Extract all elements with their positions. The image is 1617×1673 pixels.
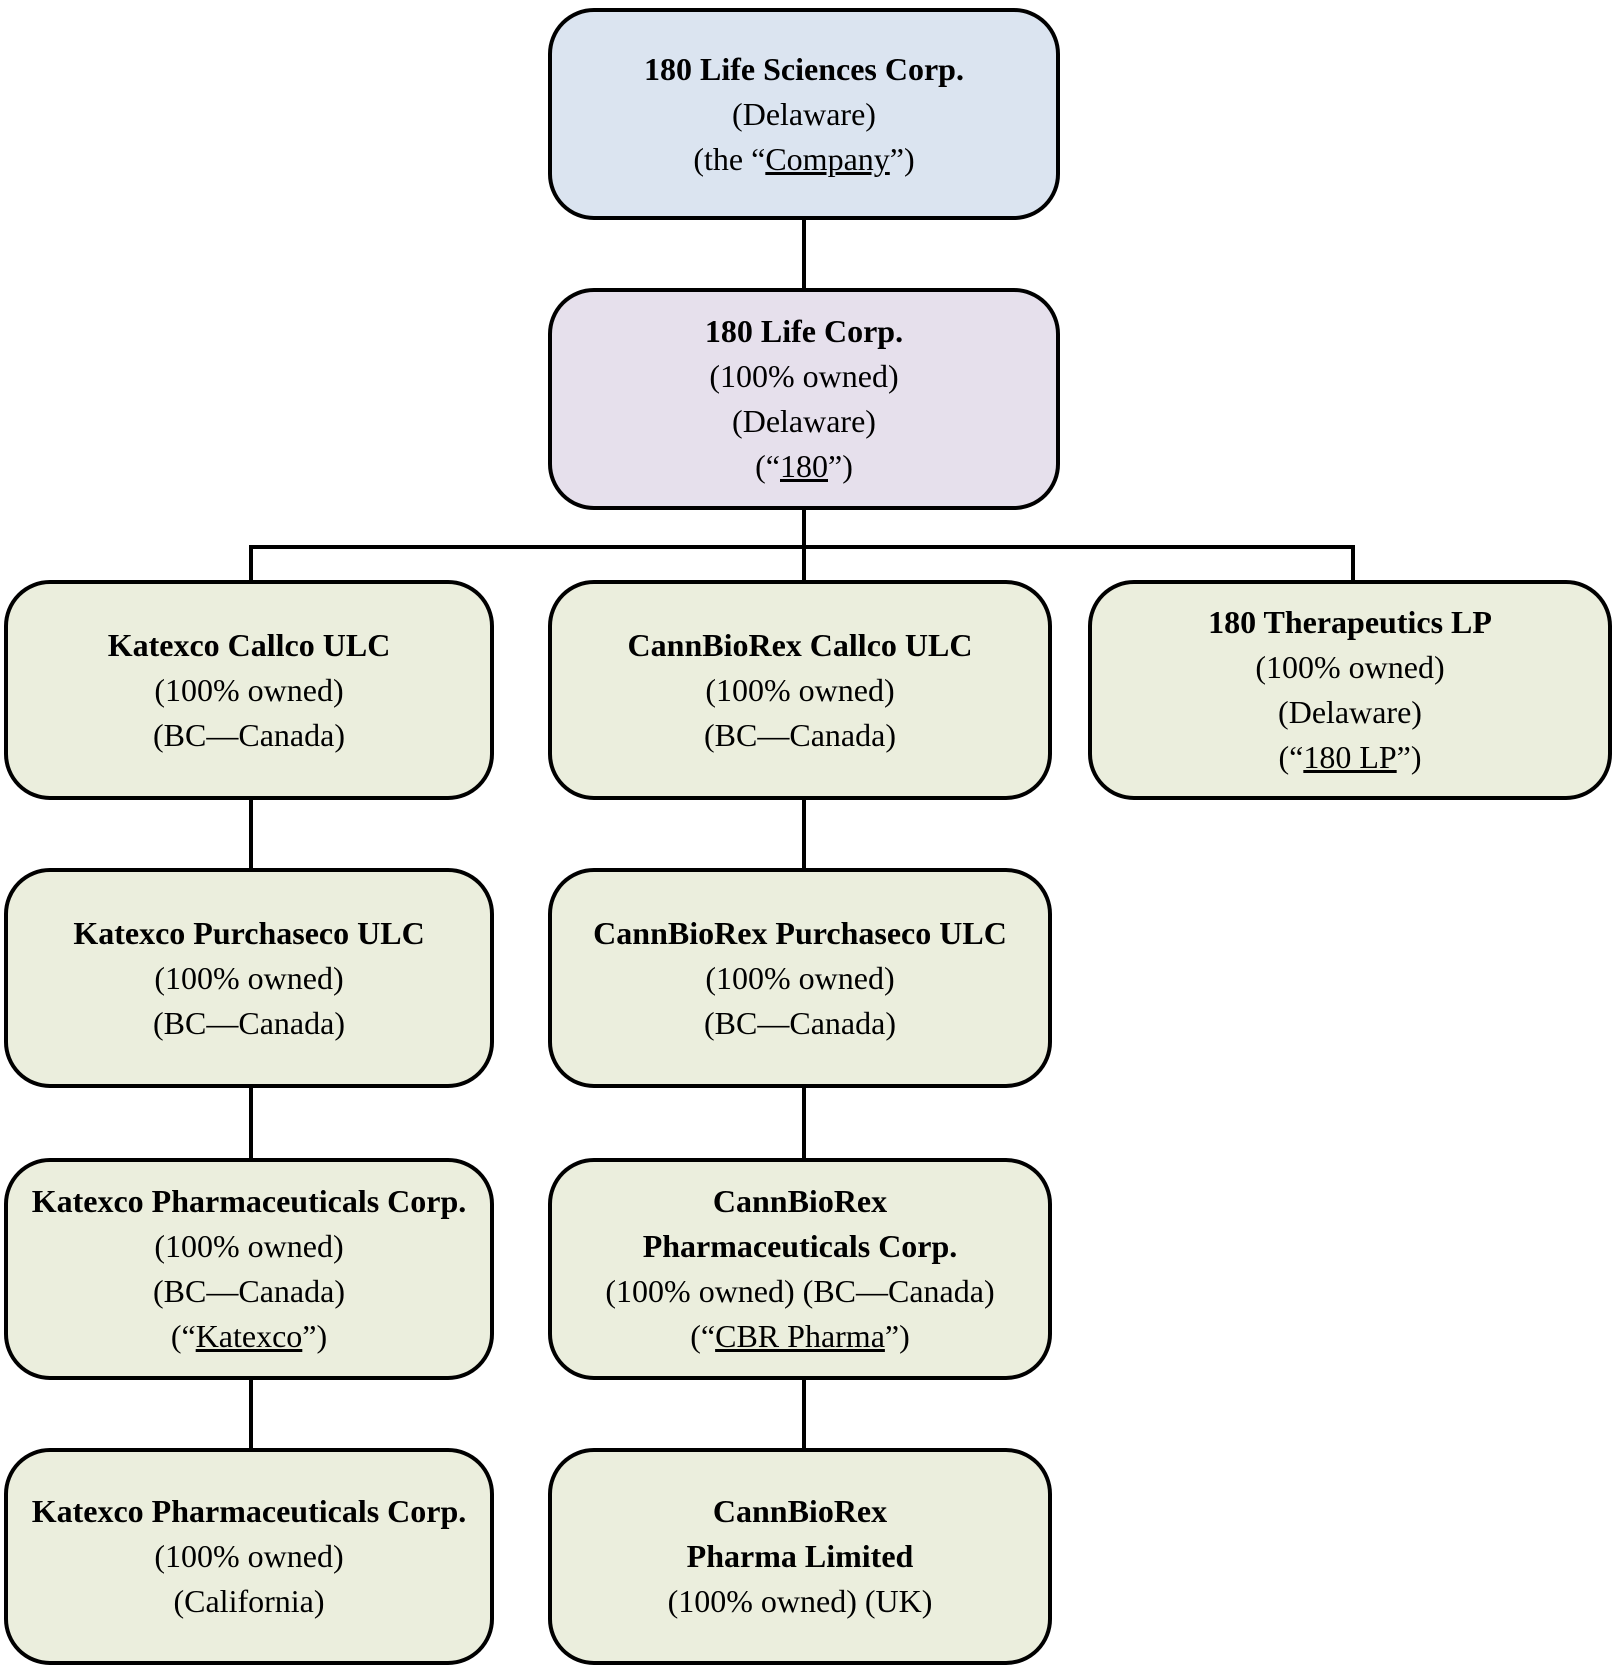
node-text-line: (BC—Canada)	[704, 1004, 896, 1041]
node-text-line: 180 Therapeutics LP	[1208, 604, 1492, 640]
node-text-line: (the “Company”)	[693, 140, 915, 177]
connector-katexco-pharma-to-california	[249, 1378, 253, 1452]
node-text-line: CannBioRex Callco ULC	[627, 626, 973, 663]
node-cannbiorex-purchaseco-ulc: CannBioRex Purchaseco ULC (100% owned) (BC…	[548, 868, 1052, 1088]
node-text-line: 180 Life Sciences Corp.	[644, 50, 964, 87]
connector-branch-horizontal	[249, 545, 1355, 549]
node-text-line: (Delaware)	[732, 403, 876, 439]
node-text-line: Katexco Pharmaceuticals Corp.	[31, 1183, 467, 1219]
node-text-line: (100% owned) (BC—Canada)	[605, 1273, 995, 1309]
connector-company-to-180	[802, 218, 806, 292]
node-text-line: (BC—Canada)	[153, 1004, 345, 1041]
node-text-line: (“180”)	[755, 448, 853, 484]
node-text-line: (BC—Canada)	[153, 1273, 345, 1309]
node-text-line: (100% owned)	[1255, 649, 1445, 685]
node-katexco-purchaseco-ulc: Katexco Purchaseco ULC (100% owned) (BC—Ca…	[4, 868, 494, 1088]
node-text-line: (100% owned)	[709, 358, 899, 394]
node-text-line: (100% owned) (UK)	[667, 1583, 933, 1619]
node-text-line: (“Katexco”)	[170, 1318, 328, 1354]
node-katexco-pharmaceuticals-california: Katexco Pharmaceuticals Corp. (100% owned…	[4, 1448, 494, 1665]
node-text-line: (100% owned)	[705, 959, 895, 996]
node-cannbiorex-callco-ulc: CannBioRex Callco ULC (100% owned) (BC—Can…	[548, 580, 1052, 800]
node-180-therapeutics-lp: 180 Therapeutics LP (100% owned) (Delaware…	[1088, 580, 1612, 800]
node-text-line: (Delaware)	[732, 95, 876, 132]
connector-katexco-callco-to-purchaseco	[249, 798, 253, 872]
connector-cannbiorex-callco-to-purchaseco	[802, 798, 806, 872]
node-180-life-sciences-corp: 180 Life Sciences Corp. (Delaware) (the “C…	[548, 8, 1060, 220]
node-text-line: Pharma Limited	[686, 1538, 914, 1574]
node-text-line: CannBioRex	[712, 1493, 888, 1529]
node-text-line: (100% owned)	[154, 671, 344, 708]
connector-branch-left-stub	[249, 545, 253, 584]
connector-katexco-purchaseco-to-pharma	[249, 1086, 253, 1160]
node-text-line: (100% owned)	[154, 1538, 344, 1574]
node-text-line: (100% owned)	[705, 671, 895, 708]
node-180-life-corp: 180 Life Corp. (100% owned) (Delaware) (“18…	[548, 288, 1060, 510]
node-text-line: (“CBR Pharma”)	[690, 1318, 910, 1354]
node-text-line: Katexco Purchaseco ULC	[73, 914, 425, 951]
connector-cannbiorex-purchaseco-to-pharma	[802, 1086, 806, 1160]
node-text-line: Katexco Callco ULC	[107, 626, 391, 663]
connector-branch-right-stub	[1351, 545, 1355, 584]
node-text-line: Pharmaceuticals Corp.	[642, 1228, 958, 1264]
node-text-line: (California)	[173, 1583, 325, 1619]
node-text-line: CannBioRex	[712, 1183, 888, 1219]
node-text-line: (Delaware)	[1278, 694, 1422, 730]
node-text-line: 180 Life Corp.	[704, 313, 904, 349]
node-text-line: (100% owned)	[154, 959, 344, 996]
node-text-line: (BC—Canada)	[153, 716, 345, 753]
node-text-line: CannBioRex Purchaseco ULC	[593, 914, 1007, 951]
connector-cbr-pharma-to-uk	[802, 1378, 806, 1452]
node-katexco-pharmaceuticals-bc: Katexco Pharmaceuticals Corp. (100% owned…	[4, 1158, 494, 1380]
node-text-line: (“180 LP”)	[1278, 739, 1422, 775]
node-katexco-callco-ulc: Katexco Callco ULC (100% owned) (BC—Canada…	[4, 580, 494, 800]
node-text-line: (100% owned)	[154, 1228, 344, 1264]
node-text-line: Katexco Pharmaceuticals Corp.	[31, 1493, 467, 1529]
node-text-line: (BC—Canada)	[704, 716, 896, 753]
